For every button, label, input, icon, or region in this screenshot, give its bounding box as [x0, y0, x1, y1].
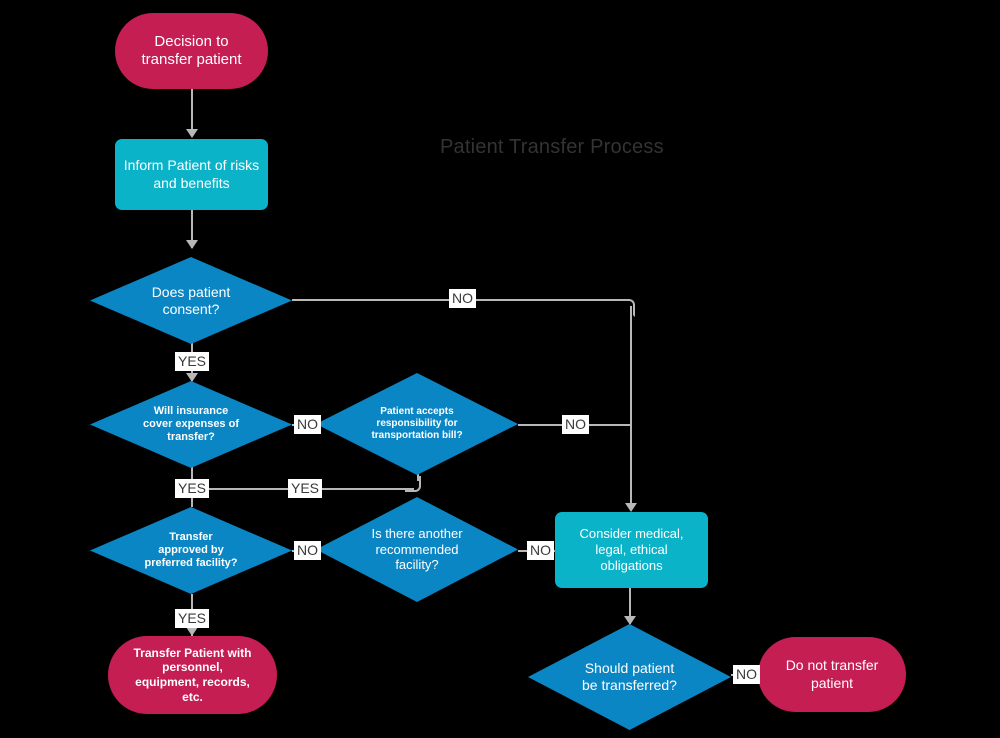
node-label: Consider medical, legal, ethical obligat… — [579, 526, 684, 573]
edge-label-responsibility-yes: YES — [288, 479, 323, 498]
node-label: Decision to transfer patient — [141, 32, 242, 68]
node-does-patient-consent[interactable]: Does patient consent? — [90, 257, 292, 344]
node-transfer-approved[interactable]: Transfer approved by preferred facility? — [90, 507, 292, 594]
connector-obligations-to-should-transfer — [629, 588, 631, 624]
node-consider-obligations[interactable]: Consider medical, legal, ethical obligat… — [555, 512, 708, 588]
node-label: Do not transfer patient — [785, 657, 879, 691]
node-decision-to-transfer-patient[interactable]: Decision to transfer patient — [115, 13, 268, 89]
arrowhead-start-to-inform — [186, 129, 198, 138]
node-label: Transfer Patient with personnel, equipme… — [133, 645, 252, 704]
connector-inform-to-consent — [191, 210, 193, 248]
edge-label-approved-no: NO — [294, 541, 321, 560]
node-will-insurance-cover[interactable]: Will insurance cover expenses of transfe… — [90, 381, 292, 468]
arrowhead-inform-to-consent — [186, 240, 198, 249]
node-label: Transfer approved by preferred facility? — [144, 530, 238, 570]
edge-label-approved-yes: YES — [175, 609, 210, 628]
connector-right-spine — [630, 306, 632, 506]
node-label: Is there another recommended facility? — [371, 526, 463, 573]
edge-label-insurance-yes: YES — [175, 479, 210, 498]
arrowhead-obligations-to-should — [624, 616, 636, 625]
node-label: Inform Patient of risks and benefits — [123, 157, 260, 191]
edge-label-insurance-no: NO — [294, 415, 321, 434]
node-label: Does patient consent? — [151, 283, 231, 317]
node-transfer-patient-with-personnel[interactable]: Transfer Patient with personnel, equipme… — [108, 636, 277, 714]
edge-label-consent-yes: YES — [175, 352, 210, 371]
arrowhead-approved-yes — [186, 627, 198, 636]
arrowhead-spine-to-obligations — [625, 503, 637, 512]
edge-label-should-transfer-no: NO — [733, 665, 760, 684]
node-label: Will insurance cover expenses of transfe… — [143, 404, 239, 444]
node-another-recommended-facility[interactable]: Is there another recommended facility? — [316, 497, 518, 602]
edge-label-consent-no: NO — [449, 289, 476, 308]
node-inform-patient[interactable]: Inform Patient of risks and benefits — [115, 139, 268, 210]
node-do-not-transfer-patient[interactable]: Do not transfer patient — [758, 637, 906, 712]
edge-label-responsibility-no: NO — [562, 415, 589, 434]
edge-label-another-facility-no: NO — [527, 541, 554, 560]
arrowhead-consent-yes — [186, 373, 198, 382]
connector-responsibility-yes-corner — [405, 476, 421, 492]
node-label: Should patient be transferred? — [582, 660, 677, 693]
connector-consent-no-corner — [617, 299, 635, 317]
connector-start-to-inform — [191, 89, 193, 131]
node-label: Patient accepts responsibility for trans… — [371, 406, 463, 441]
page-title: Patient Transfer Process — [440, 136, 664, 158]
node-should-patient-be-transferred[interactable]: Should patient be transferred? — [528, 624, 731, 730]
node-patient-accepts-responsibility[interactable]: Patient accepts responsibility for trans… — [316, 373, 518, 475]
